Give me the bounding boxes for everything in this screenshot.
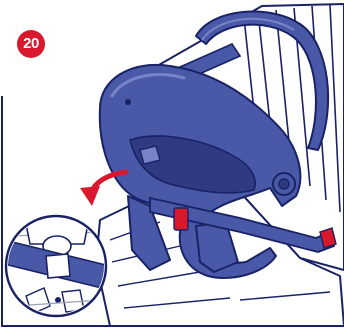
magnified-detail-icon: [4, 214, 108, 318]
carry-handle: [195, 10, 330, 151]
curved-arrow-icon: [80, 169, 129, 206]
lap-belt: [149, 197, 337, 253]
carrier-base: [127, 195, 239, 273]
step-number-badge: 20: [17, 30, 45, 58]
